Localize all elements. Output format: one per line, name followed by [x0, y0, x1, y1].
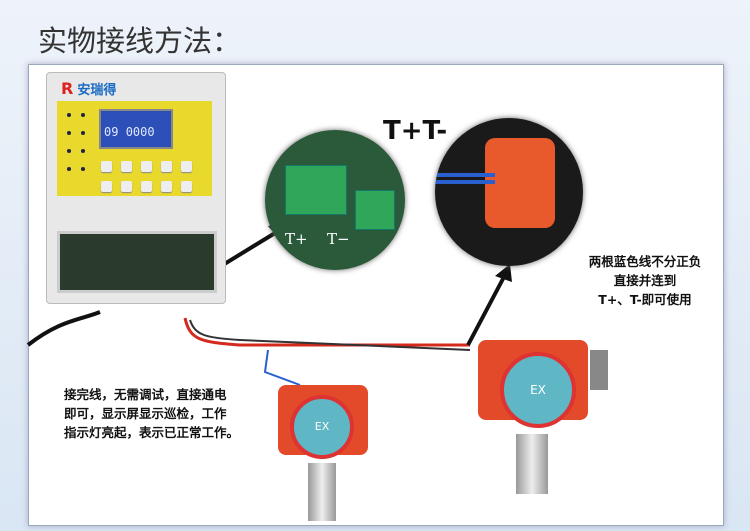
alarm-light [590, 350, 608, 390]
button[interactable] [141, 161, 152, 172]
terminal-heading: T+T- [383, 116, 448, 146]
button[interactable] [161, 161, 172, 172]
terminal-block [285, 165, 347, 215]
terminal-zoom-view: T+ T− [265, 130, 405, 270]
circuit-board [57, 231, 217, 293]
button[interactable] [141, 181, 152, 192]
button[interactable] [121, 161, 132, 172]
arrow-to-detector [466, 274, 507, 346]
power-cable [26, 310, 101, 347]
ex-label: EX [500, 352, 576, 428]
terminal-block [355, 190, 395, 230]
button[interactable] [181, 181, 192, 192]
red-wire [183, 317, 470, 347]
page-title: 实物接线方法： [38, 24, 242, 58]
arrow-head-icon [495, 264, 512, 282]
detector-zoom-view [435, 118, 583, 266]
control-panel: 09 0000 [57, 101, 212, 196]
detector-junction [485, 138, 555, 228]
ex-label: EX [290, 395, 354, 459]
t-minus-label: T− [327, 230, 350, 248]
dark-wire [189, 319, 471, 351]
button[interactable] [101, 161, 112, 172]
blue-wire [263, 349, 301, 386]
button[interactable] [181, 161, 192, 172]
note-wiring: 两根蓝色线不分正负 直接并连到 T+、T-即可使用 [588, 254, 702, 307]
note-operation: 接完线，无需调试，直接通电 即可，显示屏显示巡检，工作 指示灯亮起，表示已正常工… [64, 387, 240, 440]
t-plus-label: T+ [285, 230, 308, 248]
button[interactable] [101, 181, 112, 192]
button[interactable] [161, 181, 172, 192]
lcd-display: 09 0000 [99, 109, 173, 149]
button[interactable] [121, 181, 132, 192]
